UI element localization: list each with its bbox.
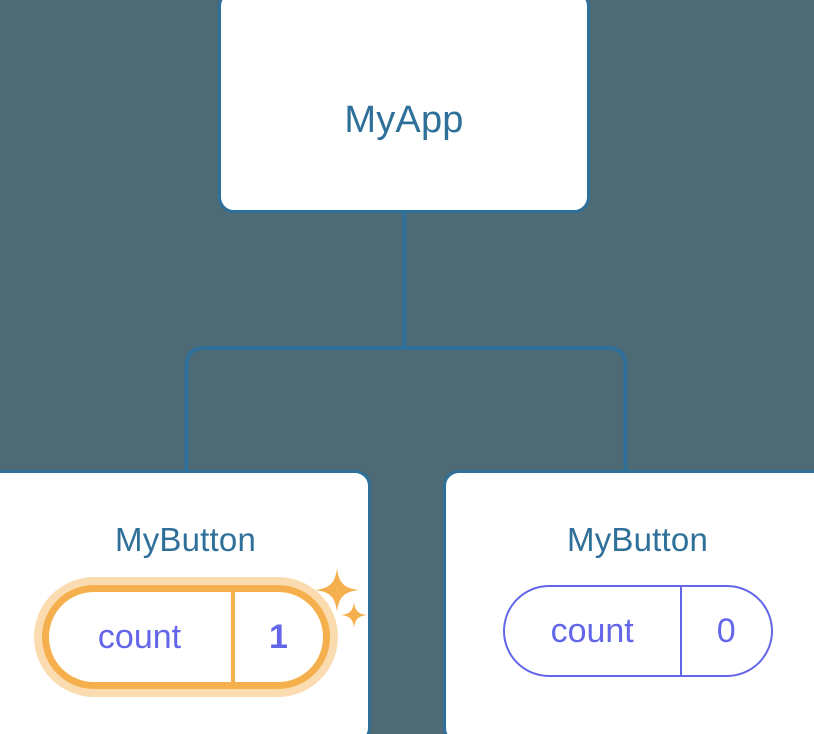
state-pill-left-key: count <box>49 592 235 682</box>
node-mybutton-right[interactable]: MyButton count 0 <box>443 470 814 734</box>
node-myapp-title: MyApp <box>344 99 464 141</box>
node-myapp[interactable]: MyApp <box>218 0 590 213</box>
node-mybutton-left-title: MyButton <box>115 521 256 558</box>
state-pill-right-value: 0 <box>716 612 736 650</box>
state-pill-left-value: 1 <box>269 618 288 656</box>
state-pill-right-wrapper: count 0 <box>446 585 814 677</box>
node-mybutton-right-title: MyButton <box>567 521 708 558</box>
state-pill-left[interactable]: count 1 <box>41 585 330 689</box>
state-pill-right-key: count <box>505 587 682 675</box>
state-pill-right[interactable]: count 0 <box>502 585 773 677</box>
node-mybutton-left[interactable]: MyButton count 1 <box>0 470 371 734</box>
state-pill-left-wrapper: count 1 <box>3 585 368 689</box>
connector-split-bar <box>184 346 628 472</box>
